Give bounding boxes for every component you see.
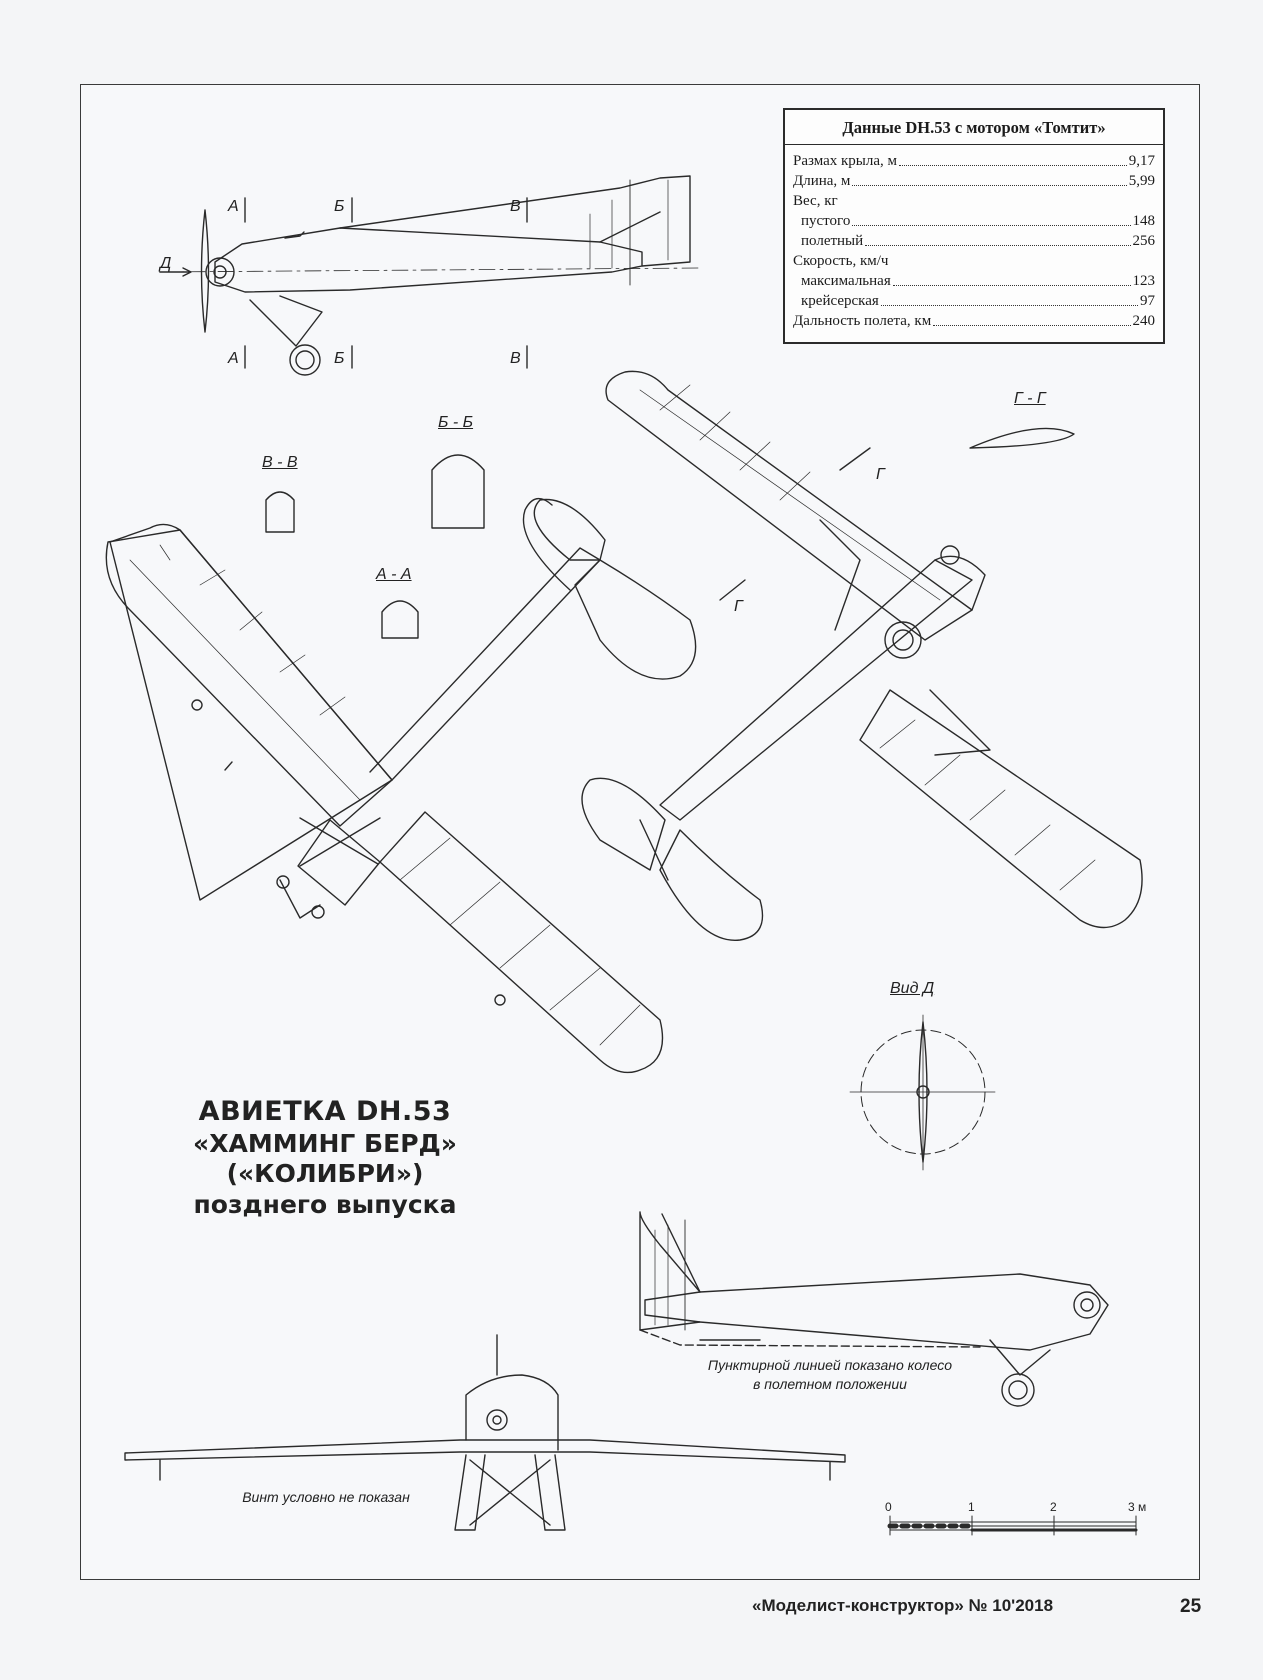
spec-label: максимальная bbox=[801, 273, 891, 289]
spec-row: пустого 148 bbox=[785, 211, 1163, 231]
label-v-bottom: В bbox=[510, 350, 521, 367]
front-view bbox=[124, 1334, 846, 1531]
leader-dots bbox=[865, 245, 1131, 246]
label-gg: Г - Г bbox=[1014, 390, 1046, 407]
leader-dots bbox=[933, 325, 1131, 326]
page-number: 25 bbox=[1180, 1596, 1202, 1617]
spec-row: Скорость, км/ч bbox=[785, 251, 1163, 271]
leader-dots bbox=[852, 185, 1127, 186]
spec-row: полетный 256 bbox=[785, 231, 1163, 251]
spec-row: максимальная 123 bbox=[785, 271, 1163, 291]
wheel-caption: Пунктирной линией показано колесо в поле… bbox=[680, 1356, 980, 1394]
scale-tick-0: 0 bbox=[885, 1500, 892, 1514]
label-g-top: Г bbox=[876, 466, 885, 483]
leader-dots bbox=[899, 165, 1127, 166]
side-view-top bbox=[159, 175, 701, 376]
title-line-2: «ХАММИНГ БЕРД» bbox=[193, 1128, 457, 1158]
section-gg bbox=[969, 427, 1075, 449]
spec-value: 5,99 bbox=[1128, 173, 1155, 189]
label-aa: А - А bbox=[376, 566, 412, 583]
scale-tick-1: 1 bbox=[968, 1500, 975, 1514]
title-line-4: позднего выпуска bbox=[193, 1189, 457, 1219]
label-a-top: А bbox=[228, 198, 239, 215]
spec-label: крейсерская bbox=[801, 293, 879, 309]
spec-row: Дальность полета, км 240 bbox=[785, 311, 1163, 331]
view-d bbox=[849, 1014, 996, 1171]
title-line-1: АВИЕТКА DH.53 bbox=[198, 1096, 452, 1127]
article-title: АВИЕТКА DH.53 «ХАММИНГ БЕРД» («КОЛИБРИ»)… bbox=[180, 1096, 470, 1220]
scale-tick-3: 3 м bbox=[1128, 1500, 1147, 1514]
spec-row: Размах крыла, м 9,17 bbox=[785, 151, 1163, 171]
leader-dots bbox=[880, 305, 1138, 306]
magazine-footer: «Моделист-конструктор» № 10'2018 bbox=[752, 1596, 1054, 1615]
spec-value: 256 bbox=[1132, 233, 1156, 249]
spec-row: крейсерская 97 bbox=[785, 291, 1163, 311]
section-bb bbox=[431, 454, 485, 529]
spec-value: 123 bbox=[1132, 273, 1156, 289]
spec-label: Вес, кг bbox=[793, 193, 838, 209]
spec-value: 240 bbox=[1132, 313, 1156, 329]
spec-table: Данные DH.53 с мотором «Томтит» Размах к… bbox=[783, 108, 1165, 344]
spec-label: пустого bbox=[801, 213, 851, 229]
label-view-d: Вид Д bbox=[890, 980, 935, 997]
label-b-top: Б bbox=[334, 198, 345, 215]
label-bb: Б - Б bbox=[438, 414, 474, 431]
label-a-bottom: А bbox=[228, 350, 239, 367]
spec-label: Длина, м bbox=[793, 173, 851, 189]
label-b-bottom: Б bbox=[334, 350, 345, 367]
title-line-3: («КОЛИБРИ») bbox=[226, 1159, 424, 1189]
label-d: Д bbox=[160, 255, 172, 272]
spec-label: полетный bbox=[801, 233, 864, 249]
section-aa bbox=[381, 600, 419, 639]
wheel-caption-line-2: в полетном положении bbox=[753, 1375, 907, 1392]
label-v-top: В bbox=[510, 198, 521, 215]
spec-label: Дальность полета, км bbox=[793, 313, 932, 329]
spec-value: 148 bbox=[1132, 213, 1156, 229]
spec-title: Данные DH.53 с мотором «Томтит» bbox=[785, 110, 1163, 145]
spec-label: Скорость, км/ч bbox=[793, 253, 889, 269]
spec-row: Длина, м 5,99 bbox=[785, 171, 1163, 191]
label-g-bottom: Г bbox=[734, 598, 743, 615]
prop-caption: Винт условно не показан bbox=[242, 1489, 410, 1505]
plan-view-left bbox=[105, 497, 697, 1074]
spec-value: 97 bbox=[1140, 293, 1155, 309]
spec-row: Вес, кг bbox=[785, 191, 1163, 211]
leader-dots bbox=[852, 225, 1131, 226]
wheel-caption-line-1: Пунктирной линией показано колесо bbox=[707, 1357, 953, 1373]
plan-view-right bbox=[581, 370, 1143, 941]
scale-bar bbox=[887, 1515, 1138, 1536]
spec-value: 9,17 bbox=[1128, 153, 1155, 169]
scale-tick-2: 2 bbox=[1050, 1500, 1057, 1514]
leader-dots bbox=[892, 285, 1131, 286]
side-view-bottom bbox=[639, 1211, 1109, 1407]
spec-label: Размах крыла, м bbox=[793, 153, 898, 169]
label-vv: В - В bbox=[262, 454, 298, 471]
section-vv bbox=[265, 491, 295, 533]
